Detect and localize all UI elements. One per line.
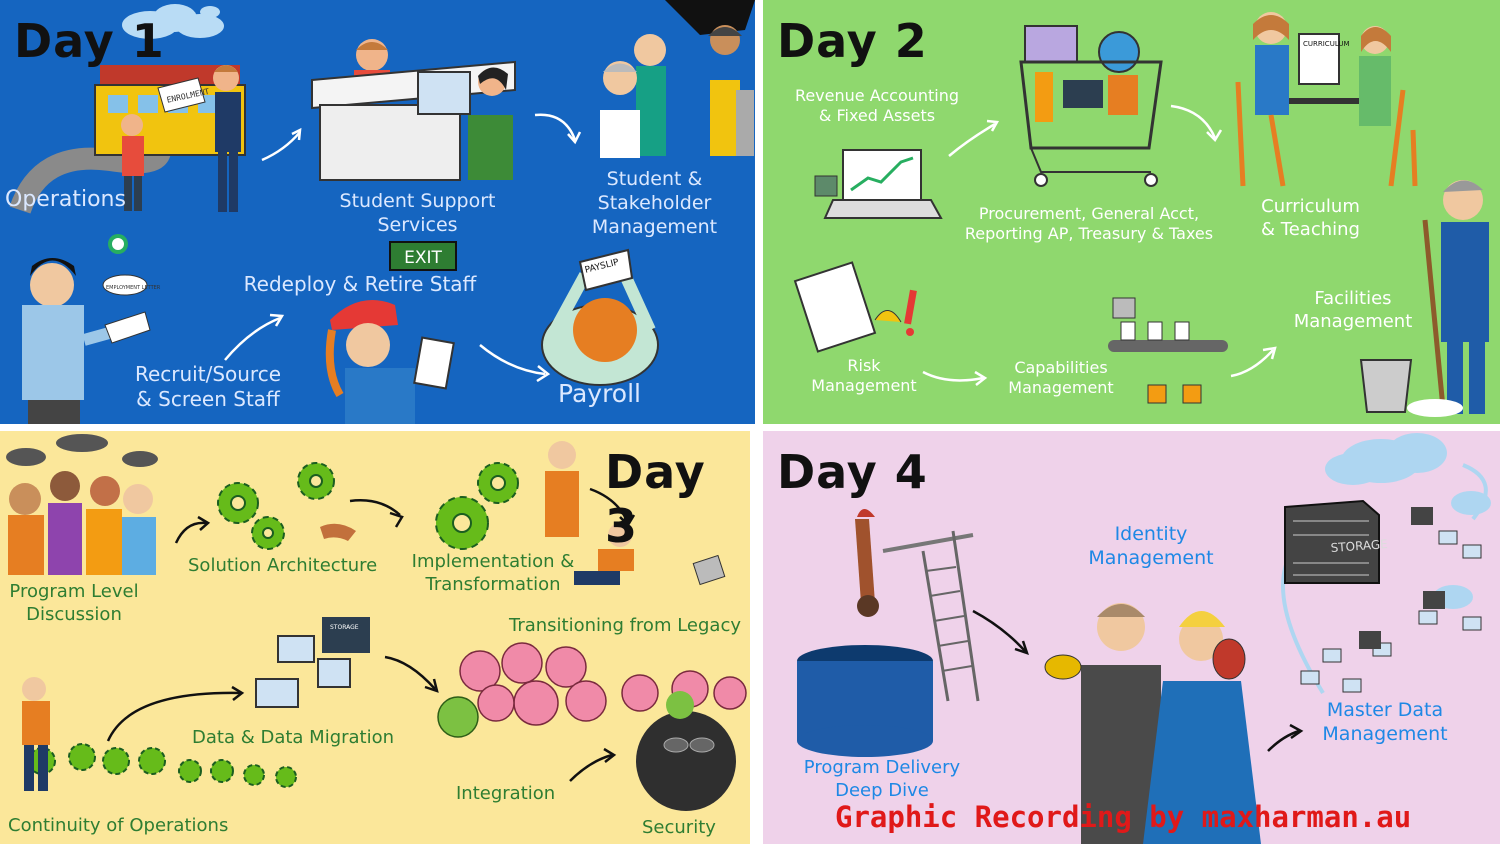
security-guard-icon: [636, 691, 736, 811]
continuity-person-icon: [22, 677, 50, 791]
green-creature-icon: [437, 696, 479, 738]
hand-icon: [320, 523, 356, 541]
day1-panel: ENROLMENT: [0, 0, 755, 424]
graphic-recording-credit: Graphic Recording by maxharman.au: [835, 800, 1412, 834]
label-identity-management: Identity Management: [1088, 523, 1214, 569]
label-capabilities-management: Capabilities Management: [1008, 358, 1114, 397]
label-program-level-discussion: Program Level Discussion: [9, 581, 139, 625]
reception-desk-icon: [311, 39, 516, 181]
label-operations: Operations: [5, 187, 126, 212]
label-student-stakeholder-management: Student & Stakeholder Management: [591, 168, 718, 238]
storage-text: STORAGE: [330, 624, 359, 631]
label-transitioning-from-legacy: Transitioning from Legacy: [508, 615, 741, 636]
parent-and-child-icon: [121, 65, 241, 212]
masquerade-couple-icon: [1044, 603, 1261, 844]
day2-panel: CURRICULUM: [763, 0, 1500, 424]
label-security: Security: [642, 817, 716, 838]
payroll-person-icon: [541, 248, 659, 386]
gear-icon-cluster: [28, 462, 519, 788]
laptop-chart-icon: [814, 149, 943, 219]
label-student-support-services: Student Support Services: [339, 190, 496, 236]
day3-panel: STORAGE Day 3 Program Level Discussion S…: [0, 431, 750, 844]
day3-title: Day 3: [605, 445, 706, 553]
label-integration: Integration: [456, 783, 556, 804]
day2-title: Day 2: [777, 14, 928, 68]
day4-illustrations: STORAGE: [797, 433, 1491, 844]
master-data-network-icon: [1281, 433, 1491, 695]
label-continuity-of-operations: Continuity of Operations: [8, 815, 229, 836]
exit-sign-icon: [389, 241, 457, 271]
storage-text: STORAGE: [1330, 537, 1388, 555]
staff-with-clipboard-icon: [325, 300, 455, 424]
worker-pushing-gears-icon: [545, 441, 726, 586]
day1-title: Day 1: [14, 14, 165, 68]
day3-illustrations: STORAGE: [6, 434, 747, 811]
label-redeploy-retire-staff: Redeploy & Retire Staff: [243, 272, 477, 296]
day1-illustrations: ENROLMENT: [9, 0, 755, 424]
discussion-group-icon: [6, 434, 158, 575]
label-payroll: Payroll: [558, 379, 641, 408]
flow-arrows: [224, 113, 582, 383]
cloud-icon: [122, 4, 224, 39]
data-migration-icon: [255, 617, 370, 708]
exit-sign-text: EXIT: [404, 248, 442, 268]
curriculum-meeting-icon: [1235, 12, 1418, 187]
label-recruit-source-screen-staff: Recruit/Source & Screen Staff: [134, 362, 282, 411]
label-risk-management: Risk Management: [811, 356, 917, 395]
label-program-delivery-deep-dive: Program Delivery Deep Dive: [803, 757, 961, 801]
flow-arrows: [922, 104, 1277, 386]
curriculum-sign-text: CURRICULUM: [1303, 40, 1350, 48]
shopping-cart-icon: [1019, 25, 1163, 187]
employment-letter-text: EMPLOYMENT LETTER: [106, 285, 161, 291]
day2-illustrations: CURRICULUM: [793, 12, 1489, 417]
label-procurement-general-acct: Procurement, General Acct, Reporting AP,…: [964, 204, 1214, 243]
label-revenue-accounting-fixed-assets: Revenue Accounting & Fixed Assets: [794, 86, 960, 125]
label-curriculum-teaching: Curriculum & Teaching: [1261, 196, 1360, 240]
flow-arrows: [972, 609, 1304, 752]
stakeholder-group-icon: [600, 0, 755, 158]
label-facilities-management: Facilities Management: [1293, 288, 1413, 332]
flow-arrows: [106, 487, 636, 782]
integration-creatures-icon: [459, 642, 747, 726]
day4-title: Day 4: [777, 445, 928, 499]
recruiter-icon: [22, 234, 151, 424]
conveyor-belt-icon: [1108, 297, 1228, 404]
label-implementation-transformation: Implementation & Transformation: [411, 551, 575, 595]
label-master-data-management: Master Data Management: [1322, 699, 1448, 745]
label-solution-architecture: Solution Architecture: [188, 555, 378, 576]
diver-pool-icon: [797, 509, 980, 757]
risk-clipboard-icon: [793, 261, 917, 353]
label-data-migration: Data & Data Migration: [192, 727, 395, 748]
janitor-icon: [1359, 180, 1489, 417]
day4-panel: STORAGE Day 4 Identity Management Master…: [763, 431, 1500, 844]
